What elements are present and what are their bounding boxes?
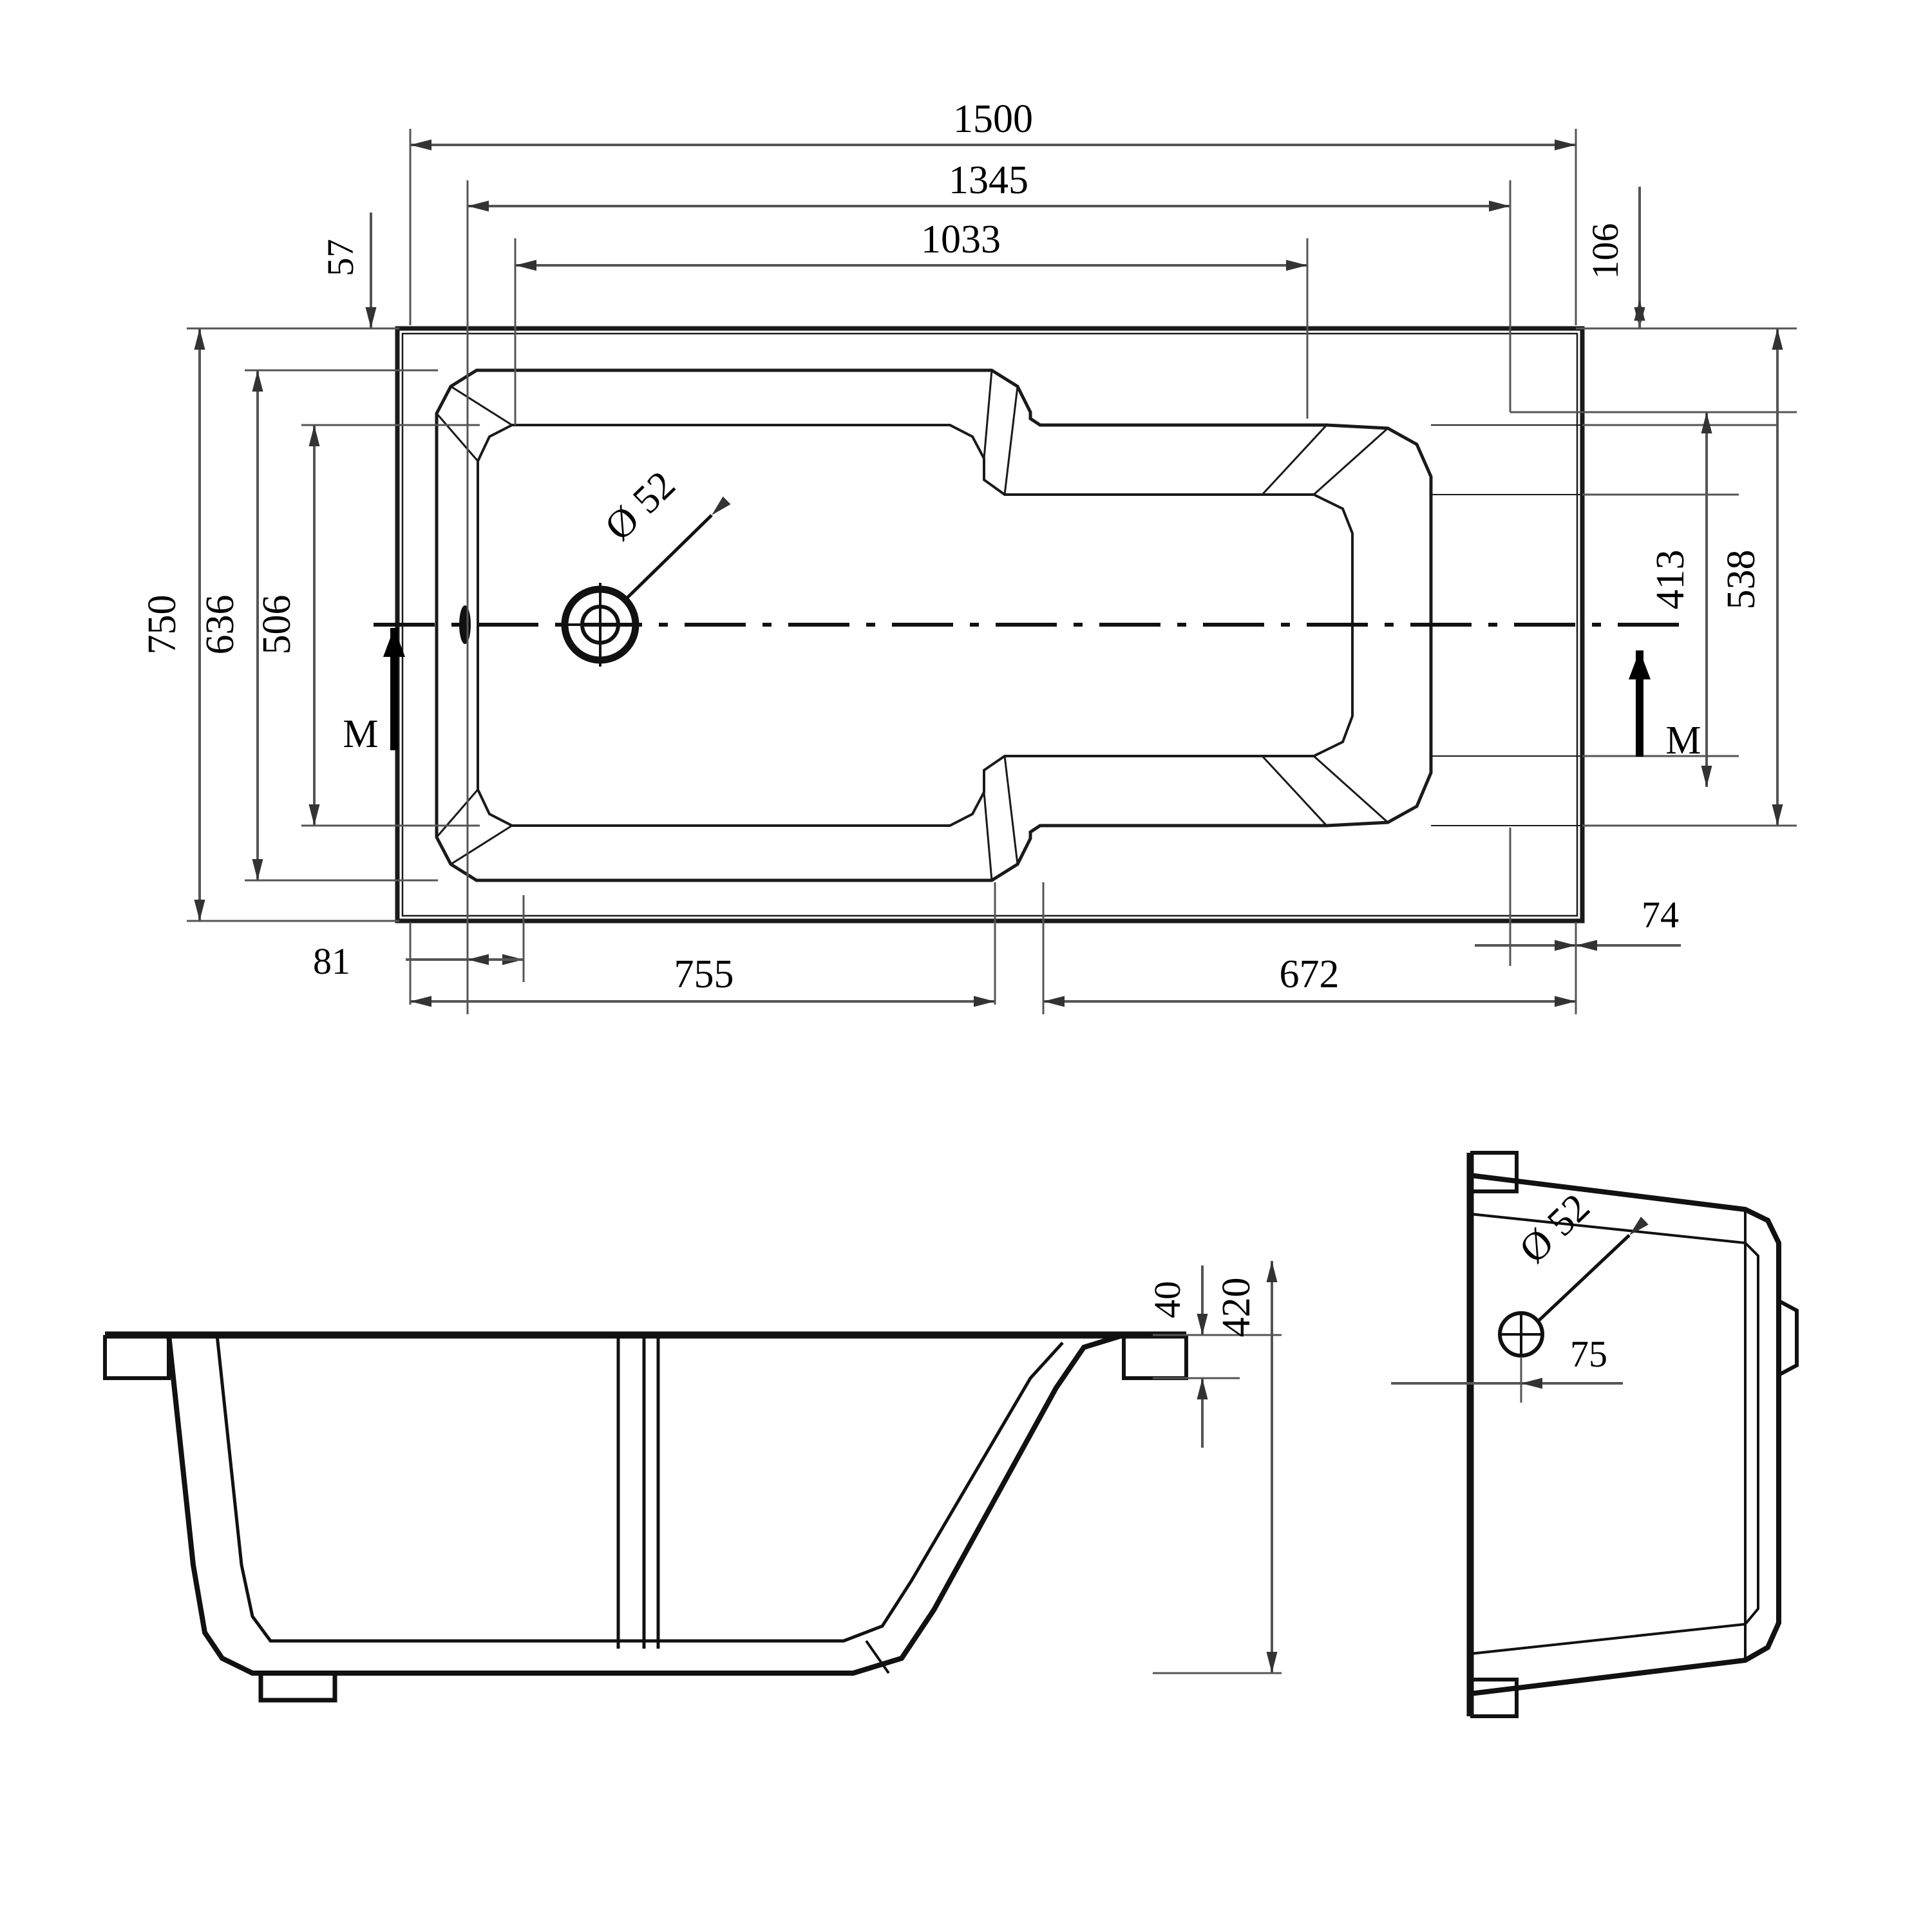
dim-750: 750 — [140, 328, 205, 921]
dim-420: 420 — [1215, 1261, 1278, 1673]
dim-506: 506 — [255, 425, 320, 826]
end-drain-symbol — [1498, 1311, 1544, 1358]
dim-672-label: 672 — [1280, 952, 1340, 996]
end-top-lip — [1470, 1151, 1519, 1193]
bottom-dim-extension-lines — [409, 828, 1577, 1014]
dim-106-label: 106 — [1584, 223, 1626, 279]
side-foot — [258, 1673, 337, 1703]
dim-57-label: 57 — [319, 239, 361, 276]
end-bottom-lip — [1470, 1678, 1519, 1718]
overflow-slot — [459, 605, 471, 644]
dim-755-label: 755 — [674, 952, 734, 996]
dim-1500: 1500 — [410, 97, 1576, 151]
left-dim-extension-lines — [187, 327, 480, 922]
dim-1345-label: 1345 — [949, 158, 1028, 202]
dim-57: 57 — [319, 213, 377, 328]
mark-right-label: M — [1665, 719, 1701, 762]
dim-75-label: 75 — [1570, 1333, 1607, 1375]
drain-symbol — [558, 583, 642, 667]
dim-74: 74 — [1475, 894, 1681, 951]
side-seat-lines — [616, 1335, 660, 1649]
top-view: Ø 52 1500 1345 1033 57 — [140, 97, 1797, 1014]
dim-40: 40 — [1146, 1265, 1208, 1448]
dim-40-label: 40 — [1146, 1281, 1188, 1318]
dim-1345: 1345 — [468, 158, 1510, 212]
end-drain-leader — [1538, 1217, 1649, 1321]
right-dim-extension-lines — [1510, 327, 1797, 827]
dim-81: 81 — [313, 940, 524, 982]
end-outer-profile — [1470, 1173, 1781, 1696]
mark-right-group: M — [1629, 650, 1701, 762]
end-inner-profile — [1470, 1213, 1759, 1655]
drain-diameter-leader — [621, 496, 731, 603]
dim-672: 672 — [1043, 952, 1576, 1007]
dim-750-label: 750 — [140, 595, 184, 655]
dim-636: 636 — [198, 370, 263, 880]
side-step-detail — [865, 1640, 890, 1674]
dim-81-label: 81 — [313, 940, 350, 982]
end-overflow-slot — [1777, 1299, 1799, 1377]
dim-636-label: 636 — [198, 595, 242, 655]
dim-413-label: 413 — [1649, 550, 1692, 610]
mark-left-group: M — [343, 628, 405, 756]
side-inner-profile — [215, 1334, 1064, 1643]
side-dim-extension-lines — [1153, 1334, 1282, 1674]
dim-538-label: 538 — [1719, 550, 1763, 610]
dim-506-label: 506 — [255, 595, 299, 655]
dim-106: 106 — [1584, 187, 1645, 328]
side-elevation-view: 40 420 — [103, 1261, 1282, 1703]
dim-74-label: 74 — [1642, 894, 1679, 936]
dim-1033: 1033 — [515, 218, 1307, 271]
dim-755: 755 — [410, 952, 995, 1007]
dim-1033-label: 1033 — [921, 218, 1001, 261]
dim-75: 75 — [1391, 1333, 1623, 1403]
mark-left-label: M — [343, 712, 378, 756]
dim-538: 538 — [1719, 328, 1783, 826]
dim-1500-label: 1500 — [953, 97, 1033, 141]
corner-fillet-lines — [435, 370, 1389, 881]
side-outer-profile — [166, 1332, 1125, 1676]
dim-413: 413 — [1649, 412, 1712, 787]
dim-420-label: 420 — [1215, 1278, 1258, 1338]
